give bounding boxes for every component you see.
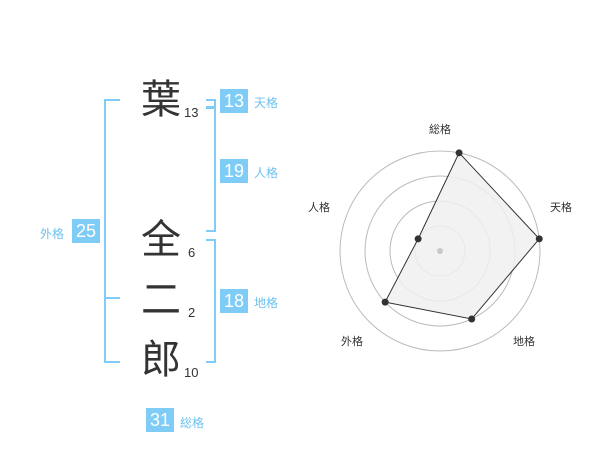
gaikaku-bracket — [104, 99, 120, 363]
radar-point-3 — [468, 315, 476, 323]
soukaku-badge: 31 — [146, 408, 174, 432]
kanji-4: 郎 — [141, 337, 181, 383]
tenkaku-badge: 13 — [220, 89, 248, 113]
gaikaku-badge: 25 — [72, 219, 100, 243]
stroke-count-4: 10 — [184, 365, 199, 380]
kanji-3: 二 — [141, 277, 181, 323]
gaikaku-label: 外格 — [40, 227, 65, 241]
chikaku-label: 地格 — [254, 296, 279, 310]
stroke-count-1: 13 — [184, 105, 199, 120]
radar-grid-ring-4 — [339, 150, 541, 352]
chikaku-badge: 18 — [220, 289, 248, 313]
jinkaku-label: 人格 — [254, 166, 279, 180]
radar-axis-label-3: 地格 — [513, 334, 535, 348]
radar-point-5 — [414, 235, 422, 243]
tenkaku-label: 天格 — [254, 96, 279, 110]
radar-data-polygon — [384, 151, 540, 320]
radar-point-4 — [381, 298, 389, 306]
gaikaku-bracket-mid — [104, 297, 120, 299]
jinkaku-bracket — [206, 106, 216, 232]
kanji-1: 葉 — [141, 77, 181, 123]
radar-axis-label-2: 天格 — [550, 200, 572, 214]
radar-axis-label-4: 外格 — [341, 334, 363, 348]
radar-point-2 — [535, 235, 543, 243]
radar-center-dot — [437, 248, 443, 254]
radar-point-1 — [455, 149, 463, 157]
radar-axis-label-1: 総格 — [429, 122, 451, 136]
stroke-count-3: 2 — [188, 305, 196, 320]
jinkaku-badge: 19 — [220, 159, 248, 183]
kanji-2: 全 — [141, 217, 181, 263]
chikaku-bracket — [206, 239, 216, 363]
stroke-count-2: 6 — [188, 245, 196, 260]
radar-axis-label-5: 人格 — [308, 200, 330, 214]
soukaku-label: 総格 — [180, 416, 205, 430]
tenkaku-bracket — [206, 99, 216, 109]
